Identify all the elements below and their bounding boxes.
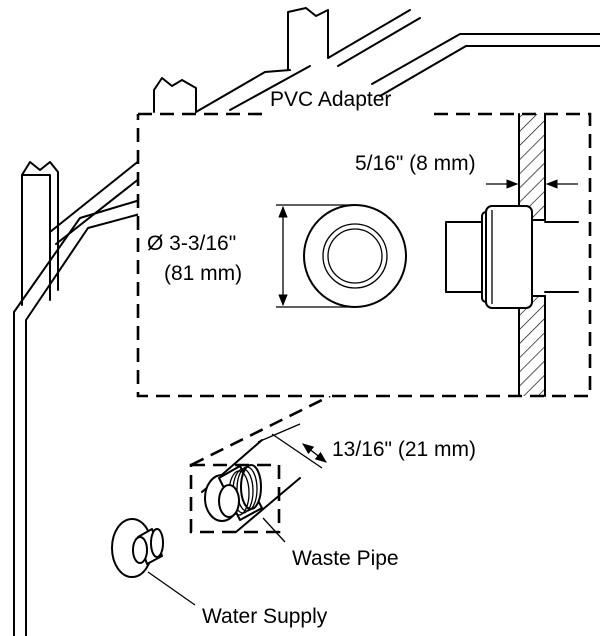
wall-section-top (519, 114, 545, 220)
water-supply-label: Water Supply (202, 605, 328, 628)
wall-gap-label: 5/16" (8 mm) (355, 152, 476, 175)
adapter-body (445, 221, 483, 293)
water-supply-stub (111, 518, 196, 606)
wall-framing (13, 7, 600, 636)
waste-pipe-label: Waste Pipe (292, 547, 399, 570)
adapter-front-outer (303, 204, 407, 308)
pipe-length-dimension (257, 423, 327, 469)
wall-section-bottom (519, 296, 545, 396)
detail-panel (136, 112, 592, 398)
waste-pipe-stub (189, 394, 331, 543)
adapter-flange (485, 205, 533, 309)
pvc-adapter-label: PVC Adapter (270, 88, 391, 111)
pipe-length-label: 13/16" (21 mm) (332, 438, 476, 461)
diameter-label-in: Ø 3-3/16" (147, 232, 236, 255)
diameter-label-mm: (81 mm) (164, 262, 242, 285)
